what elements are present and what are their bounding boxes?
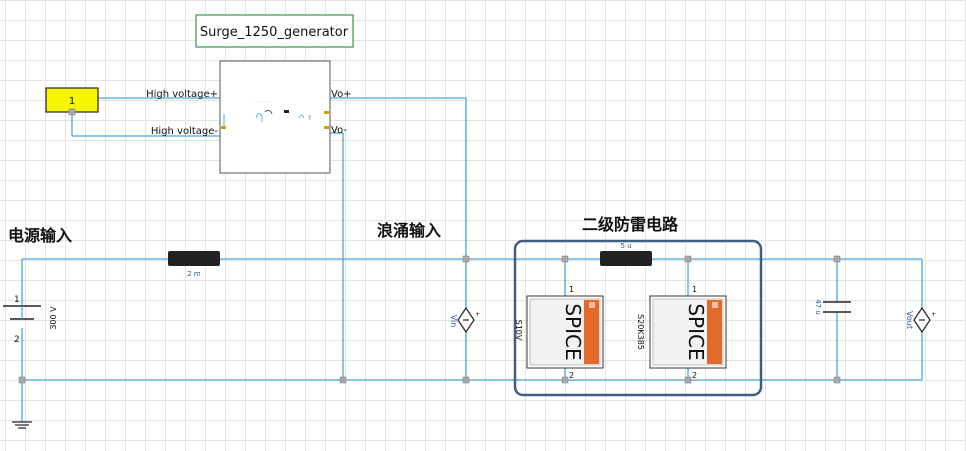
- inductor-stage[interactable]: [600, 251, 652, 266]
- protection-stage-frame: [513, 239, 763, 397]
- probe-vin-label: Vin: [449, 315, 458, 328]
- capacitor[interactable]: [823, 301, 851, 313]
- constant-value: 1: [69, 96, 75, 107]
- probe-vout-label: Vout: [905, 311, 914, 329]
- label-surge-input: 浪涌输入: [377, 221, 441, 240]
- source-pin-2: 2: [14, 335, 20, 345]
- inductor-main[interactable]: [168, 251, 220, 266]
- svg-text:+: +: [931, 311, 936, 318]
- spice-left-name: S10V: [514, 320, 523, 341]
- source-value: 300 V: [49, 306, 58, 330]
- spice-left-text: SPICE: [561, 303, 585, 360]
- generator-title: Surge_1250_generator: [200, 25, 349, 40]
- ground-symbol: [12, 421, 32, 429]
- spice-right-name: S20K385: [636, 314, 645, 350]
- inductor-stage-value: 5 u: [620, 242, 631, 250]
- generator-inner-caption: ··· ········: [255, 99, 270, 104]
- probe-vin[interactable]: +: [457, 306, 480, 334]
- dc-source[interactable]: [3, 305, 41, 320]
- label-power-input: 电源输入: [8, 226, 72, 245]
- port-vo-minus: Vo-: [331, 125, 347, 136]
- spice-left-pin-2: 2: [569, 371, 574, 380]
- spice-left-pin-1: 1: [569, 285, 574, 294]
- source-pin-1: 1: [14, 295, 20, 305]
- inductor-main-value: 2 m: [187, 270, 201, 278]
- svg-text:?: ?: [308, 115, 311, 122]
- wires: [21, 97, 923, 422]
- spice-right-pin-1: 1: [692, 285, 697, 294]
- spice-model-right[interactable]: [649, 295, 727, 369]
- svg-text:+: +: [475, 311, 480, 318]
- capacitor-value: 47 u: [814, 299, 822, 315]
- label-protection-stage: 二级防雷电路: [582, 215, 679, 234]
- spice-right-pin-2: 2: [692, 371, 697, 380]
- port-high-voltage-plus: High voltage+: [146, 89, 218, 100]
- junctions: [18, 108, 841, 384]
- spice-model-left[interactable]: [526, 295, 604, 369]
- spice-right-text: SPICE: [684, 303, 708, 360]
- constant-block[interactable]: 1: [45, 87, 99, 113]
- port-vo-plus: Vo+: [331, 89, 352, 100]
- port-high-voltage-minus: High voltage-: [151, 126, 219, 137]
- generator-title-box: [195, 14, 354, 48]
- surge-generator-block[interactable]: ··· ········ ?: [219, 60, 331, 174]
- probe-vout[interactable]: +: [913, 306, 936, 334]
